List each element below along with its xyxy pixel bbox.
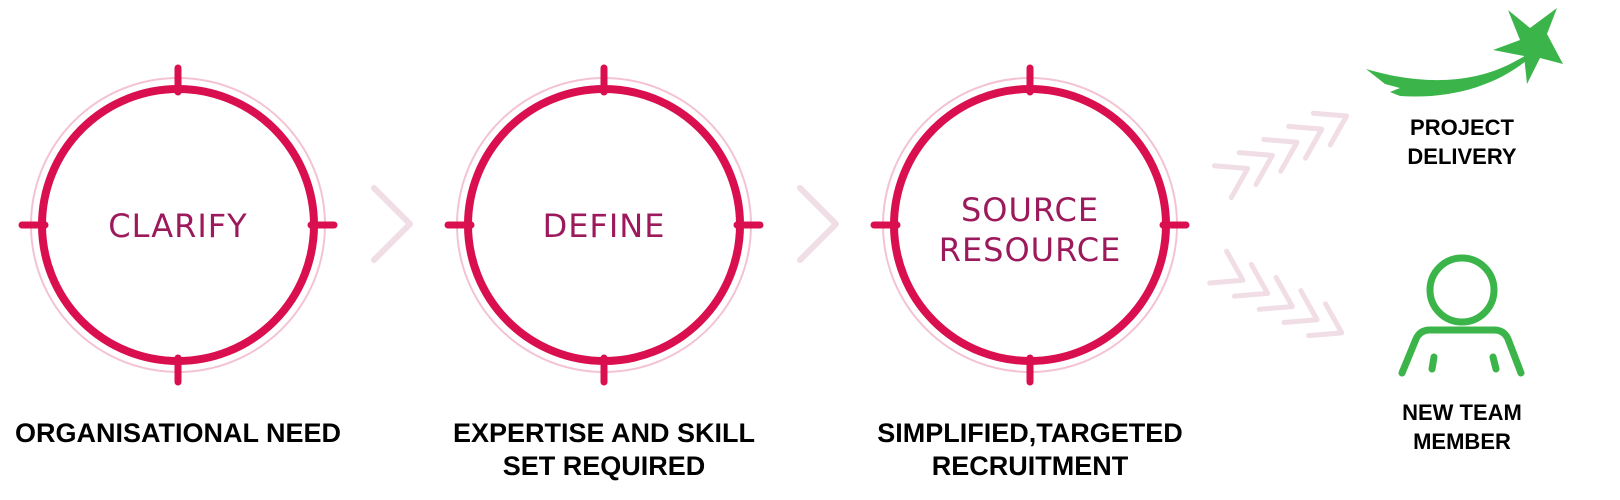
step-caption: RECRUITMENT (932, 451, 1129, 481)
shooting-star-icon (1366, 8, 1563, 97)
step-caption: EXPERTISE AND SKILL (453, 418, 755, 448)
step-title: CLARIFY (108, 207, 247, 245)
step-title: DEFINE (543, 207, 666, 245)
step-clarify: CLARIFY ORGANISATIONAL NEED (15, 68, 341, 448)
step-caption: SET REQUIRED (503, 451, 706, 481)
step-title: SOURCE (961, 191, 1099, 229)
chevrons-up-right-icon (1214, 100, 1355, 198)
outcome-label: MEMBER (1413, 429, 1511, 454)
step-define: DEFINE EXPERTISE AND SKILL SET REQUIRED (448, 68, 760, 481)
chevron-right-icon (797, 185, 839, 263)
step-caption: ORGANISATIONAL NEED (15, 418, 341, 448)
step-source-resource: SOURCE RESOURCE SIMPLIFIED,TARGETED RECR… (874, 68, 1186, 481)
step-title: RESOURCE (939, 231, 1122, 269)
step-caption: SIMPLIFIED,TARGETED (877, 418, 1183, 448)
person-icon (1398, 254, 1525, 377)
outcome-label: NEW TEAM (1402, 400, 1522, 425)
chevrons-down-right-icon (1210, 251, 1351, 349)
outcome-label: PROJECT (1410, 115, 1514, 140)
outcome-project-delivery: PROJECT DELIVERY (1366, 8, 1563, 169)
outcome-label: DELIVERY (1407, 144, 1517, 169)
outcome-new-team-member: NEW TEAM MEMBER (1398, 254, 1525, 454)
chevron-right-icon (371, 185, 413, 263)
